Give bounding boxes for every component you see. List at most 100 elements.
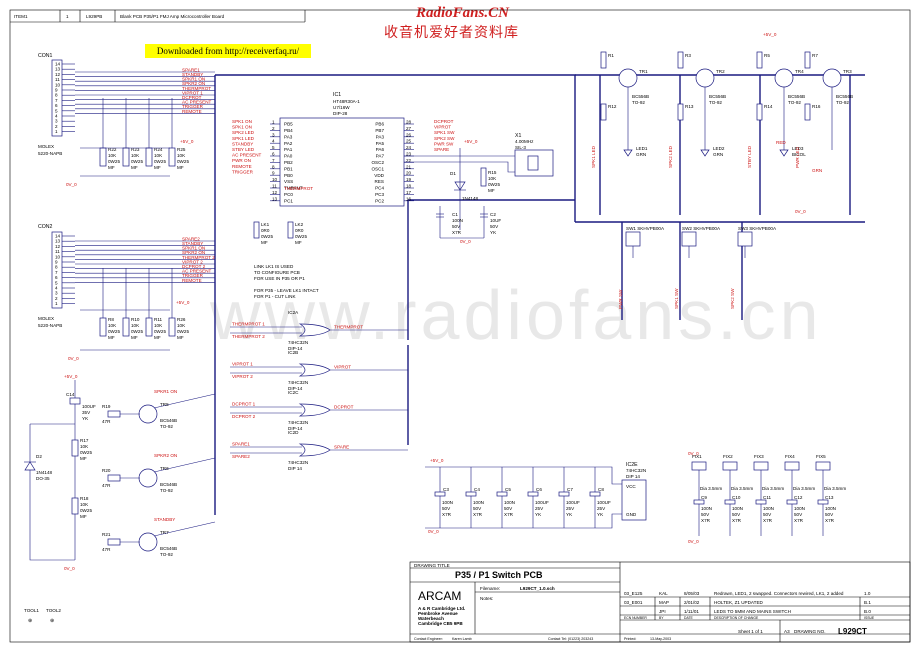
led-colour: GRN — [713, 152, 723, 157]
ic1-net-label: SPK2 SW — [434, 136, 455, 141]
pnp-transistor — [618, 68, 638, 88]
resistor-type: MF — [131, 335, 138, 340]
company-name: ARCAM — [418, 589, 461, 603]
ic1-net-label: STANDBY — [232, 141, 253, 146]
c2-type: YK — [490, 230, 497, 235]
net-label: STANDBY — [182, 241, 203, 246]
ic1-pin-number: 5 — [272, 145, 275, 150]
capacitor — [724, 499, 736, 505]
cap-type: X7R — [473, 512, 483, 517]
printed-date: 13-May-2003 — [650, 637, 671, 641]
resistor — [122, 147, 130, 167]
x1-pkg: SIL-3 — [515, 145, 526, 150]
r15-val: 10K — [488, 176, 497, 181]
cap-voltage: 50V — [473, 506, 482, 511]
ic2e: IC2E 74HC32N DIP 14 VCC GND — [425, 462, 647, 529]
r18-val: 10K — [80, 502, 89, 507]
cap-type: YK — [566, 512, 573, 517]
resistor — [99, 317, 107, 337]
gate-ref: IC2B — [288, 350, 298, 355]
or-gate-symbol — [298, 443, 331, 457]
gate-part: 74HC32N — [288, 460, 308, 465]
c14-val: 100UF — [82, 404, 96, 409]
ic1-pin-number: 19 — [406, 177, 412, 182]
ic1-net-label: PWR SW — [434, 141, 454, 146]
cap-ref: C5 — [505, 487, 511, 492]
led-resistor-ref: R7 — [812, 53, 818, 58]
con2-ref: CON2 — [38, 224, 53, 230]
or-gate-symbol — [298, 363, 331, 377]
pnp-transistor — [695, 68, 715, 88]
ic1-pin-number: 1 — [272, 120, 275, 125]
or-gate-symbol — [298, 403, 331, 417]
gate-package: DIP-14 — [288, 426, 303, 431]
ic1-pin-name: PB4 — [284, 128, 293, 133]
rev-ecn: 03_E001 — [624, 600, 643, 605]
connector-pin-number: 2 — [55, 124, 58, 129]
connector-pin-number: 9 — [55, 260, 58, 265]
ic2e-gnd: GND — [626, 512, 637, 517]
led-resistor-ref: R16 — [812, 104, 821, 109]
ic1-net-label: VIPROT — [434, 125, 451, 130]
connector-pin-number: 14 — [55, 62, 61, 67]
net-label: SPKR1 ON — [182, 246, 205, 251]
gate-part: 74HC32N — [288, 340, 308, 345]
resistor-value: 10K — [154, 153, 163, 158]
transistor-ref: TR5 — [160, 402, 169, 407]
ic1-pin-name: PC0 — [284, 192, 293, 197]
connector-pin-number: 12 — [55, 244, 61, 249]
base-resistor-value: 47R — [102, 547, 111, 552]
capacitor — [693, 499, 705, 505]
led-resistor — [756, 51, 763, 69]
ic2e-pkg: DIP 14 — [626, 474, 640, 479]
link-resistor — [253, 221, 260, 239]
led-colour: BICOL — [792, 152, 806, 157]
led-resistor-ref: R13 — [685, 104, 694, 109]
gate-output-net: THERMPROT — [334, 325, 363, 330]
capacitor — [496, 491, 508, 497]
cap-voltage: 50V — [732, 512, 741, 517]
ic1-part: HT48R30A-1 — [333, 99, 360, 104]
ic1-net-label: REMOTE — [232, 164, 252, 169]
connector-pin-number: 1 — [55, 301, 58, 306]
rev-header-date: DATE — [684, 616, 694, 620]
cap-ref: C9 — [701, 495, 707, 500]
cap-value: 100N — [794, 506, 805, 511]
cap-value: 100N — [504, 500, 515, 505]
net-label: DCPROT 2 — [182, 264, 206, 269]
led-transistor-package: TO-92 — [709, 100, 722, 105]
link-ref: LK2 — [295, 222, 304, 227]
cap-value: 100UF — [597, 500, 611, 505]
gate-package: DIP-14 — [288, 346, 303, 351]
resistor — [168, 147, 176, 167]
drawing-number-label: DRAWING NO. — [794, 629, 825, 634]
drawing-title-label: DRAWING TITLE — [414, 563, 450, 568]
d2-pkg: DO-35 — [36, 476, 50, 481]
gnd-label-2: 0V_0 — [68, 356, 79, 361]
resistor — [168, 317, 176, 337]
switch-label: SW2 SKHVPB00A — [682, 226, 721, 231]
company-address-line: Waterbeach — [418, 616, 444, 621]
led-transistor-ref: TR4 — [795, 69, 804, 74]
resistor-value: 10K — [131, 323, 140, 328]
r17-ref: R17 — [80, 438, 89, 443]
cap-ref: C4 — [474, 487, 480, 492]
rev-description: LEDS TO 5MM AND MAINS SWITCH — [714, 609, 791, 614]
gate-input-1-net: DCPROT 1 — [232, 402, 256, 407]
resistor-ref: R25 — [177, 147, 186, 152]
sheet-number: Sheet 1 of 1 — [738, 629, 763, 634]
led-transistor-ref: TR3 — [843, 69, 852, 74]
ic1-net-label: SPK1 ON — [232, 125, 252, 130]
brand-site: RadioFans.CN — [416, 5, 509, 21]
resistor-ref: R11 — [154, 317, 163, 322]
supply-symbols: 0V_0 +5V_0 0V_0 +5V_0 +5V_0 0V_0 +5V_0 0… — [64, 32, 806, 571]
r15-tol: 0W25 — [488, 182, 500, 187]
gate-input-2-net: SPARE2 — [232, 454, 250, 459]
r18-ref: R18 — [80, 496, 89, 501]
link-value: 0R0 — [261, 228, 270, 233]
led-resistor-ref: R3 — [685, 53, 691, 58]
ic1-pin-number: 7 — [272, 158, 275, 163]
